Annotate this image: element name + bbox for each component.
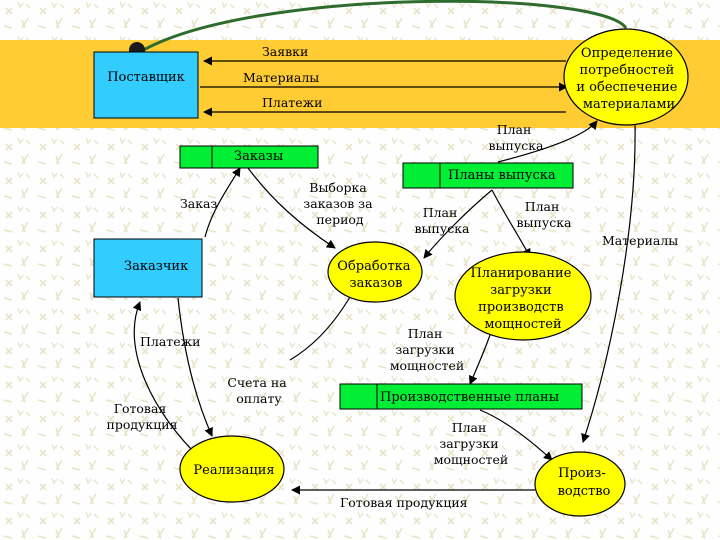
- process-sales: Реализация: [179, 435, 285, 503]
- process-orders-line: заказов: [350, 276, 403, 291]
- svg-text:Определение потребностей: Определение потребностей и обеспечение м…: [576, 46, 681, 112]
- process-needs: Определение потребностей и обеспечение м…: [563, 28, 689, 126]
- flow-release-plan-3-label: выпуска: [517, 215, 572, 230]
- flow-capacity-plan-2-arrow: [479, 409, 553, 461]
- flow-selection-label: Выборка: [309, 180, 367, 195]
- process-needs-line: и обеспечение: [576, 80, 677, 95]
- flow-capacity-plan-1-label: мощностей: [390, 358, 464, 373]
- flow-invoices-arrow: [289, 296, 351, 361]
- entity-customer: Заказчик: [93, 238, 203, 298]
- flow-payments-left-label: Платежи: [140, 334, 200, 349]
- flow-order-label: Заказ: [180, 196, 218, 211]
- process-orders-processing: Обработка заказов: [327, 241, 423, 303]
- process-needs-line: материалами: [583, 97, 675, 112]
- flow-finished-goods-bottom-label: Готовая продукция: [340, 495, 468, 510]
- process-orders-line: Обработка: [337, 259, 411, 274]
- flow-capacity-plan-1-label: загрузки: [395, 342, 454, 357]
- entity-supplier-label: Поставщик: [107, 70, 185, 85]
- process-capacity-line: Планирование: [470, 266, 571, 281]
- flow-capacity-plan-2-label: мощностей: [434, 452, 508, 467]
- process-capacity-line: производств: [478, 300, 564, 315]
- flow-finished-goods-left-arrow: [177, 297, 213, 437]
- process-needs-line: потребностей: [580, 63, 675, 78]
- svg-text:Реализация: Реализация: [193, 463, 274, 478]
- decorative-curve: [139, 0, 628, 54]
- svg-text:План выпуска: План выпуска: [415, 205, 470, 236]
- svg-text:Обработка заказов: Обработка заказов: [337, 259, 414, 291]
- flow-selection-label: заказов за: [303, 196, 373, 211]
- flow-release-plan-3-label: План: [525, 199, 560, 214]
- flow-selection-arrow: [247, 167, 336, 249]
- svg-text:План загрузки мощносте: План загрузки мощностей: [390, 326, 464, 373]
- flow-selection-label: период: [316, 212, 364, 227]
- flow-release-plan-2-label: План: [423, 205, 458, 220]
- process-sales-line: Реализация: [193, 463, 274, 478]
- process-production-line: Произ-: [558, 466, 606, 481]
- svg-text:План выпуска: План выпуска: [489, 122, 544, 153]
- svg-text:Произ- водство: Произ- водство: [558, 466, 611, 499]
- flow-capacity-plan-2-label: План: [452, 420, 487, 435]
- store-release-plans: Планы выпуска: [402, 162, 574, 189]
- flow-release-plan-1-arrow: [497, 120, 598, 163]
- flow-invoices-label: оплату: [236, 391, 282, 406]
- svg-text:Счета на оплату: Счета на оплату: [227, 375, 290, 406]
- process-needs-line: Определение: [581, 46, 673, 61]
- flow-release-plan-1-label: выпуска: [489, 138, 544, 153]
- flow-order-arrow: [204, 167, 241, 238]
- store-production-plans-label: Производственные планы: [380, 390, 559, 405]
- svg-text:План выпуска: План выпуска: [517, 199, 572, 230]
- flow-payments-top-label: Платежи: [262, 95, 322, 110]
- svg-text:Выборка заказов за пер: Выборка заказов за период: [303, 180, 376, 227]
- flow-finished-goods-left-label: продукция: [107, 417, 178, 432]
- flow-materials-right-label: Материалы: [602, 233, 678, 248]
- process-production: Произ- водство: [534, 451, 626, 517]
- flow-payments-left-arrow: [132, 301, 201, 459]
- flow-release-plan-2-arrow: [423, 189, 493, 259]
- svg-text:Планирование загрузки: Планирование загрузки производств мощнос…: [470, 266, 575, 332]
- flow-invoices-label: Счета на: [227, 375, 287, 390]
- store-production-plans: Производственные планы: [339, 383, 583, 410]
- flow-release-plan-2-label: выпуска: [415, 221, 470, 236]
- flow-requests-label: Заявки: [262, 44, 308, 59]
- svg-text:Готовая продукция: Готовая продукция: [107, 401, 178, 432]
- flow-capacity-plan-1-label: План: [408, 326, 443, 341]
- flow-capacity-plan-2-label: загрузки: [439, 436, 498, 451]
- flow-release-plan-1-label: План: [497, 122, 532, 137]
- entity-customer-label: Заказчик: [124, 259, 188, 274]
- store-orders-label: Заказы: [234, 149, 283, 164]
- process-production-line: водство: [558, 484, 611, 499]
- store-orders: Заказы: [179, 145, 319, 169]
- process-capacity-line: мощностей: [484, 317, 561, 332]
- process-capacity-planning: Планирование загрузки производств мощнос…: [454, 251, 592, 341]
- entity-supplier: Поставщик: [93, 51, 199, 119]
- svg-text:План загрузки мощносте: План загрузки мощностей: [434, 420, 508, 467]
- flow-materials-right-arrow: [581, 121, 636, 443]
- flow-finished-goods-left-label: Готовая: [114, 401, 167, 416]
- process-capacity-line: загрузки: [490, 283, 552, 298]
- flow-capacity-plan-1-arrow: [469, 334, 491, 385]
- flow-materials-top-label: Материалы: [243, 70, 319, 85]
- store-release-plans-label: Планы выпуска: [448, 168, 556, 183]
